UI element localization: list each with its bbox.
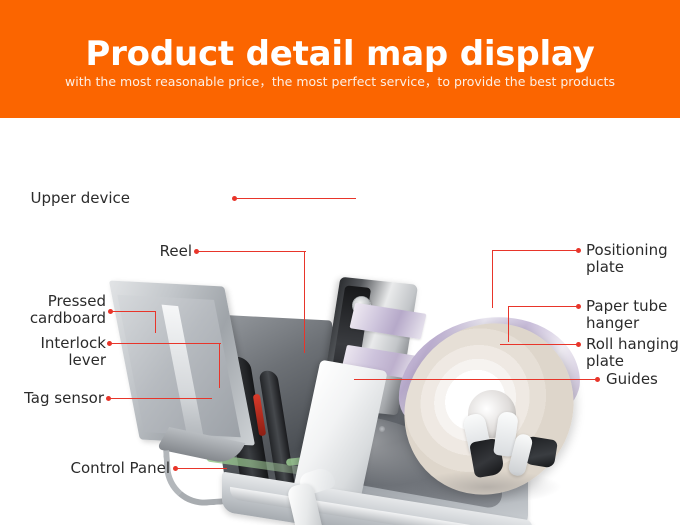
roll-shadow-shape [412,470,562,504]
callout-line-reel-horizontal [198,251,306,253]
page-subtitle: with the most reasonable price，the most … [65,74,615,89]
callout-dot-upper-device [232,196,237,201]
callout-label-pressed-cardboard: Pressed cardboard [29,292,106,327]
callout-label-paper-tube-hanger: Paper tube hanger [586,297,668,332]
callout-dot-control-panel [173,466,178,471]
callout-dot-positioning-plate [576,248,581,253]
callout-dot-pressed-cardboard [108,309,113,314]
callout-line-positioning-plate-horizontal [492,250,578,252]
callout-line-guides [354,379,597,381]
callout-line-reel-vertical [304,251,306,353]
callout-line-paper-tube-hanger-horizontal [508,306,578,308]
callout-line-roll-hanging-plate [500,344,578,346]
callout-label-guides: Guides [606,370,658,388]
callout-label-reel: Reel [159,242,192,260]
callout-line-paper-tube-hanger-vertical [508,306,510,342]
callout-label-roll-hanging-plate: Roll hanging plate [586,335,679,370]
callout-label-tag-sensor: Tag sensor [24,389,104,407]
header-banner: Product detail map display with the most… [0,0,680,118]
callout-line-pressed-cardboard-horizontal [112,311,156,313]
panel-screw-shape [379,426,385,432]
callout-line-interlock-lever-horizontal [111,343,221,345]
callout-line-positioning-plate-vertical [492,250,494,308]
callout-dot-reel [194,249,199,254]
callout-dot-guides [595,377,600,382]
product-diagram: Upper device Reel Pressed cardboard Inte… [0,118,680,525]
product-photo-label-printer [0,118,680,525]
callout-line-tag-sensor [110,398,212,400]
callout-dot-paper-tube-hanger [576,304,581,309]
callout-line-pressed-cardboard-vertical [155,311,157,333]
callout-line-control-panel [177,468,227,470]
page-title: Product detail map display [85,34,595,74]
callout-label-positioning-plate: Positioning plate [586,241,668,276]
callout-dot-roll-hanging-plate [576,342,581,347]
callout-line-upper-device [236,198,356,200]
callout-label-control-panel: Control Panel [70,459,170,477]
callout-label-upper-device: Upper device [30,189,130,207]
callout-label-interlock-lever: Interlock lever [40,334,107,369]
callout-dot-interlock-lever [107,341,112,346]
callout-line-interlock-lever-vertical [219,343,221,388]
callout-dot-tag-sensor [106,396,111,401]
